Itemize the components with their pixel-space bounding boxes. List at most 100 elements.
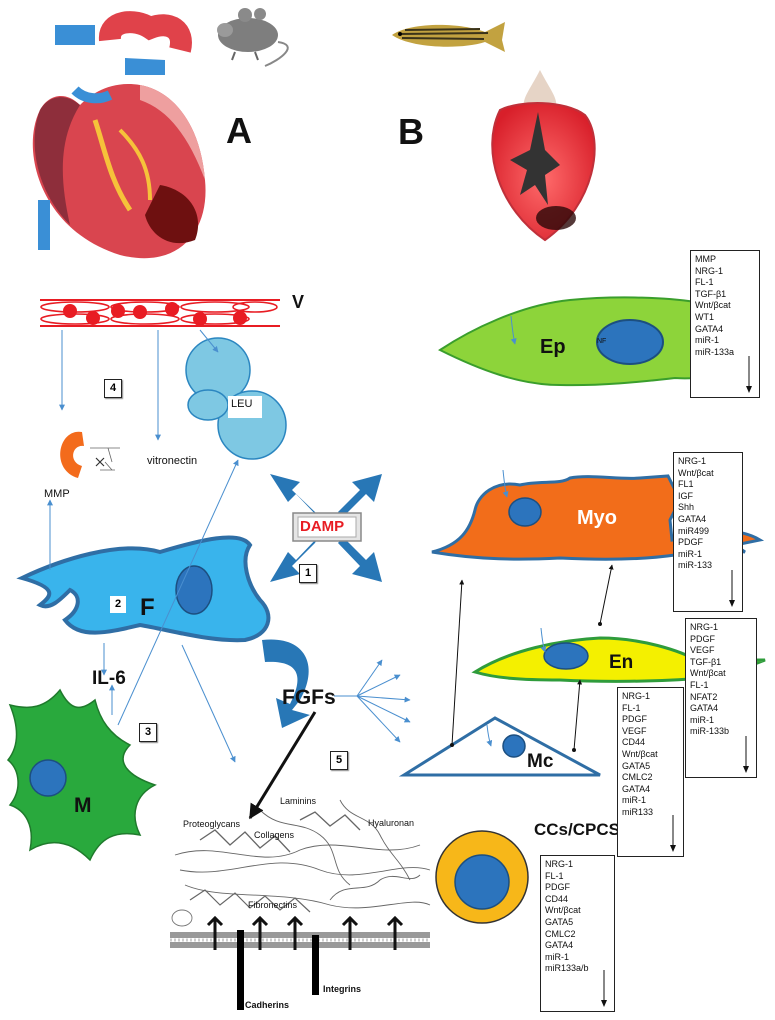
vessel-label: V (292, 292, 305, 312)
damp-arrows (270, 474, 382, 582)
signaling-arrows (47, 315, 547, 763)
fibroblast-cell (16, 535, 271, 643)
gene-list-item: miR133a/b (545, 963, 589, 974)
gene-list-item: miR-133 (678, 560, 713, 571)
cadherin-bar (237, 930, 244, 1010)
gene-list-item: NFAT2 (690, 691, 718, 702)
integrins-label: Integrins (323, 984, 362, 994)
epicardium-cell (438, 296, 728, 387)
step-4-badge: 4 (104, 379, 122, 398)
gene-list-item: WT1 (695, 311, 714, 322)
gene-list-item: FL-1 (695, 277, 714, 288)
gene-list-item: NRG-1 (545, 859, 574, 869)
panel-label-b: B (398, 111, 424, 152)
damp-label: DAMP (300, 518, 345, 535)
gene-list-item: Wnt/βcat (695, 300, 731, 311)
gene-list-item: CD44 (622, 737, 646, 748)
gene-list-item: miR-1 (678, 548, 702, 559)
gene-list-item: GATA4 (695, 323, 724, 334)
proteoglycans-label: Proteoglycans (183, 819, 241, 829)
collagens-label: Collagens (254, 830, 295, 840)
human-heart-icon (32, 11, 206, 259)
hyaluronan-label: Hyaluronan (368, 818, 415, 828)
gene-list-item: GATA4 (690, 703, 719, 714)
gene-list-item: NRG-1 (695, 265, 724, 276)
gene-list-item: TGF-β1 (690, 656, 722, 667)
gene-list-item: GATA4 (545, 940, 574, 951)
gene-list-item: MMP (695, 254, 716, 264)
mesenchymal-label: Mc (527, 751, 554, 772)
ccs-cell (435, 830, 529, 924)
cadherins-label: Cadherins (245, 1000, 290, 1010)
fgfs-label: FGFs (282, 686, 336, 709)
gene-list-item: FL-1 (690, 679, 709, 690)
endothelium-label: En (609, 652, 634, 673)
gene-list-item: miR-133a (695, 346, 735, 357)
integrin-bar (312, 935, 319, 995)
gene-list-item: miR-1 (695, 335, 719, 346)
fibroblast-label: F (140, 594, 155, 621)
zebrafish-icon (392, 22, 505, 52)
gene-list-item: CD44 (545, 893, 569, 904)
gene-list-item: miR-1 (690, 714, 714, 725)
gene-list-item: PDGF (690, 633, 716, 644)
gene-list-item: Wnt/βcat (690, 668, 726, 679)
down-arrow-icon (743, 736, 749, 773)
gene-list-item: GATA5 (622, 760, 651, 771)
macrophage-cell (6, 688, 157, 862)
gene-list-item: Wnt/βcat (545, 905, 581, 916)
gene-list-item: FL1 (678, 479, 694, 490)
blood-vessel (40, 299, 280, 327)
step-2-badge: 2 (110, 596, 126, 613)
mmp-label: MMP (44, 488, 70, 500)
gene-list-item: PDGF (545, 882, 571, 893)
connector-arrows (248, 564, 614, 820)
vitronectin-label: vitronectin (147, 455, 198, 467)
gene-list-item: Wnt/βcat (678, 467, 714, 478)
ecm-illustration (170, 799, 431, 950)
gene-list-item: NRG-1 (622, 691, 651, 701)
panel-label-a: A (226, 110, 252, 151)
gene-list-item: CMLC2 (622, 772, 653, 783)
macrophage-label: M (74, 794, 92, 817)
ccs-label: CCs/CPCS (534, 820, 620, 839)
ep-nucleus-label: NF (597, 338, 607, 345)
gene-list-item: VEGF (690, 645, 715, 656)
gene-list-item: VEGF (622, 725, 647, 736)
gene-list-item: CMLC2 (545, 928, 576, 939)
gene-list-item: PDGF (678, 537, 704, 548)
mesenchymal-cell (398, 716, 601, 777)
gene-list-item: TGF-β1 (695, 288, 727, 299)
myocyte-label: Myo (577, 507, 617, 529)
zebrafish-heart-icon (491, 70, 596, 242)
gene-list-item: GATA4 (678, 513, 707, 524)
gene-list-item: miR-1 (622, 795, 646, 806)
mmp-enzyme-icon (60, 431, 120, 478)
gene-list-item: miR-1 (545, 951, 569, 962)
leukocyte-label: LEU (231, 398, 253, 410)
fibronectins-label: Fibronectins (248, 900, 298, 910)
mouse-icon (217, 8, 289, 67)
gene-list-item: GATA5 (545, 916, 574, 927)
curved-arrow (262, 639, 310, 728)
leukocyte-cell (185, 337, 287, 460)
gene-list-item: miR-133b (690, 726, 730, 737)
gene-list-item: GATA4 (622, 783, 651, 794)
down-arrow-icon (729, 570, 735, 607)
step-5-badge: 5 (330, 751, 348, 770)
gene-list-item: NRG-1 (690, 622, 719, 632)
gene-list-item: miR499 (678, 525, 710, 536)
gene-list-item: FL-1 (622, 702, 641, 713)
down-arrow-icon (670, 815, 676, 852)
laminins-label: Laminins (280, 796, 317, 806)
gene-list-item: IGF (678, 490, 693, 501)
gene-list-item: Wnt/βcat (622, 748, 658, 759)
step-3-badge: 3 (139, 723, 157, 742)
